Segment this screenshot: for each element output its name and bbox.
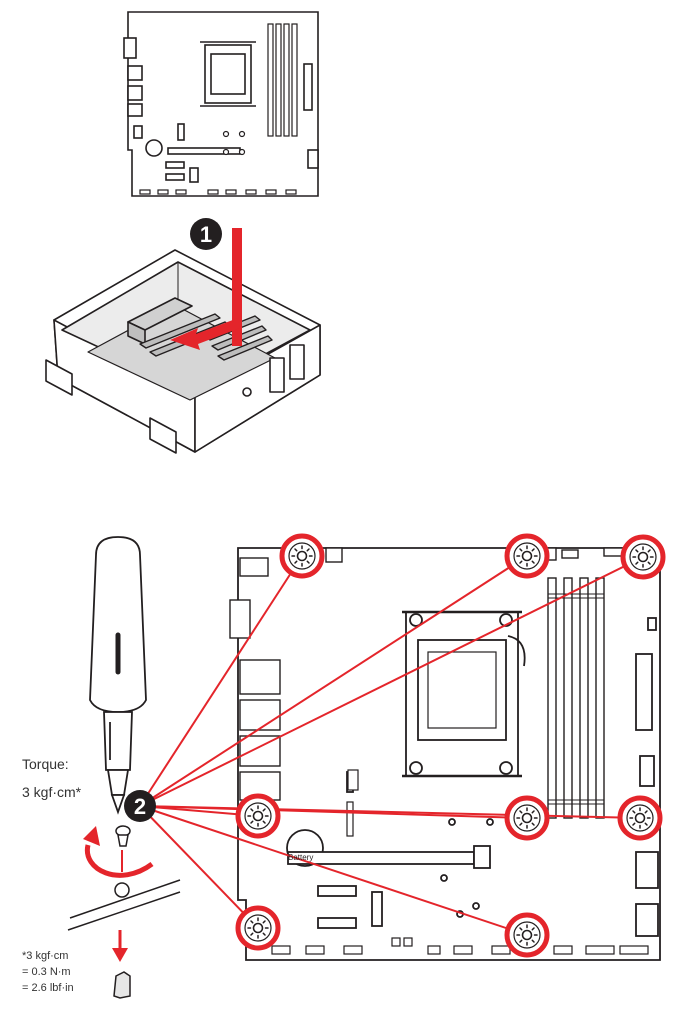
battery-label: Battery [288,853,313,862]
step-2-badge: 2 [124,790,156,822]
torque-value: 3 kgf·cm* [22,784,82,800]
step-1-badge: 1 [190,218,222,250]
insert-arrow [232,228,242,346]
footnote-line-3: = 2.6 lbf·in [22,982,74,994]
svg-text:1: 1 [200,222,212,247]
torque-label: Torque: [22,756,69,772]
screwdriver [89,536,147,815]
footnote-line-1: *3 kgf·cm [22,950,69,962]
svg-text:2: 2 [134,794,146,819]
screw-detail [67,825,181,999]
connector-lines [139,555,644,936]
small-motherboard [123,11,319,197]
slide-arrow [170,318,240,350]
footnote-line-2: = 0.3 N·m [22,966,71,978]
pc-case [45,249,321,454]
